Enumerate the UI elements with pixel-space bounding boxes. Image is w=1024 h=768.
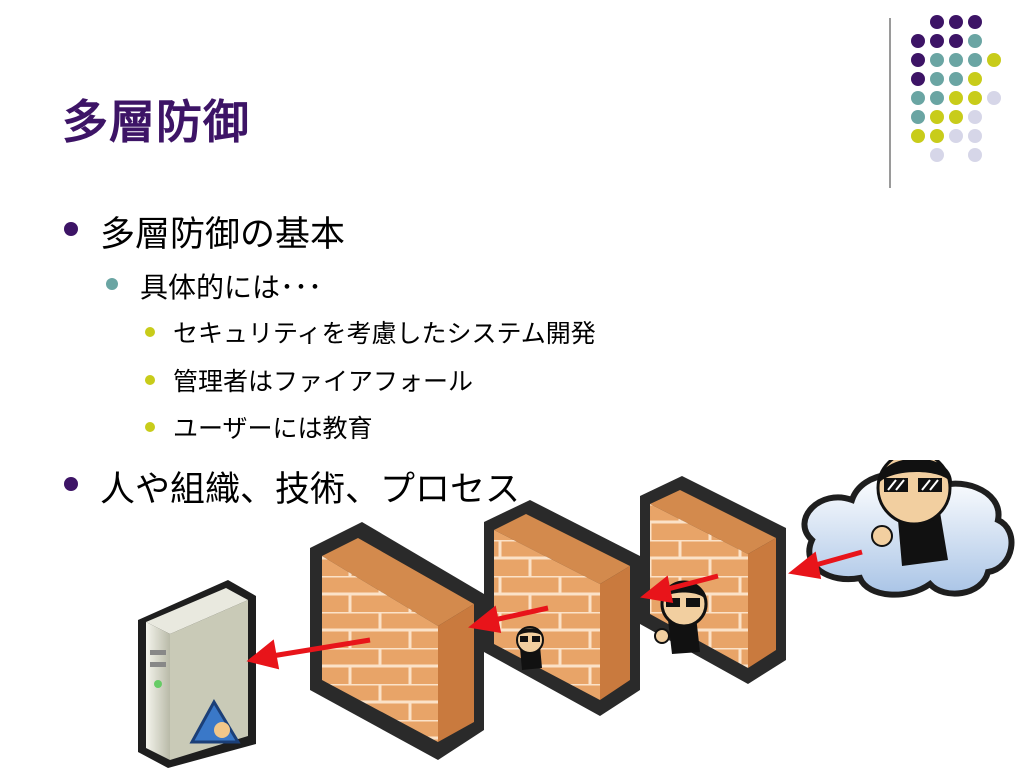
bullet-dot [64,477,78,491]
bullet-item: 多層防御の基本 [100,215,346,255]
decorative-dot [949,110,963,124]
decorative-dot [968,53,982,67]
decorative-dot [968,15,982,29]
decorative-dot [968,72,982,86]
bullet-dot [106,278,118,290]
decorative-dot [968,129,982,143]
decorative-dot [930,91,944,105]
slide-title: 多層防御 [62,95,250,149]
decorative-dot-grid [911,15,1001,162]
bullet-item: セキュリティを考慮したシステム開発 [173,319,596,348]
decorative-dot [949,72,963,86]
bullet-list: 多層防御の基本 具体的には･･･ セキュリティを考慮したシステム開発 管理者はフ… [64,215,596,510]
decorative-dot [930,15,944,29]
decorative-dot [968,148,982,162]
decorative-dot [949,53,963,67]
decorative-dot [930,129,944,143]
attacker-icon [871,460,953,566]
attacker-icon [516,626,544,670]
decorative-dot [911,129,925,143]
decorative-dot [911,34,925,48]
decorative-dot [949,15,963,29]
bullet-item: 具体的には･･･ [140,271,323,304]
decorative-dot [930,34,944,48]
decorative-dot [968,110,982,124]
decorative-dot [930,53,944,67]
decorative-dot [930,72,944,86]
decorative-dot [949,129,963,143]
decorative-divider [889,18,891,188]
decorative-dot [911,72,925,86]
defense-illustration [138,460,1015,768]
decorative-dot [968,91,982,105]
firewall-icon [640,476,786,684]
bullet-dot [145,422,155,432]
decorative-dot [911,53,925,67]
decorative-dot [987,53,1001,67]
bullet-dot [64,222,78,236]
arrow-icon [246,549,863,670]
bullet-item: 人や組織、技術、プロセス [100,470,521,510]
server-icon [138,580,256,768]
decorative-dot [949,91,963,105]
firewall-icon [310,522,484,760]
decorative-dot [987,91,1001,105]
decorative-dot [930,110,944,124]
firewall-icon [484,500,640,716]
decorative-dot [911,110,925,124]
bullet-item: ユーザーには教育 [173,414,373,443]
decorative-dot [968,34,982,48]
decorative-dot [911,91,925,105]
bullet-item: 管理者はファイアフォール [173,367,474,396]
bullet-dot [145,375,155,385]
decorative-dot [949,34,963,48]
decorative-dot [930,148,944,162]
bullet-dot [145,327,155,337]
